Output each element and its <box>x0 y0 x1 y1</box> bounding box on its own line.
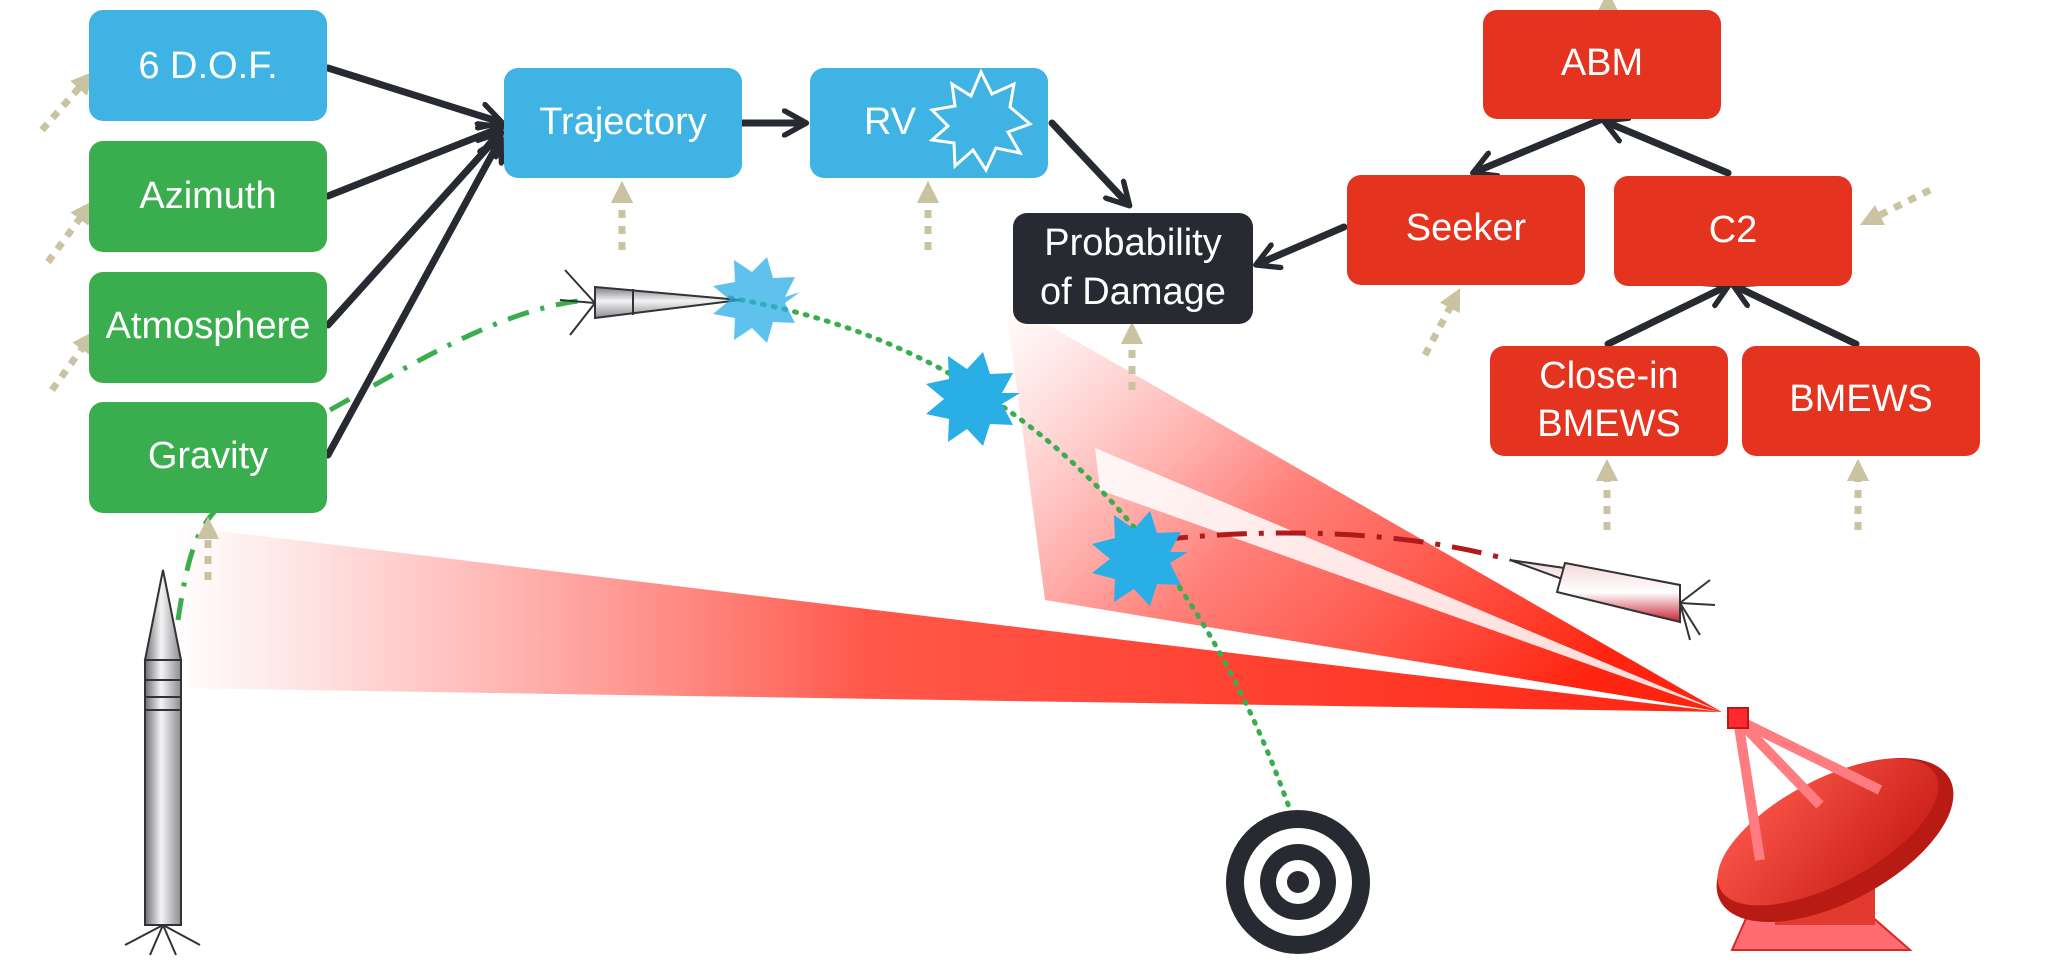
flow-arrows <box>324 64 1860 459</box>
node-6dof: 6 D.O.F. <box>89 10 327 121</box>
arrow-bmews-c2 <box>1735 286 1860 348</box>
input-arrow-seeker <box>1421 288 1461 357</box>
explosion-icon <box>928 68 1033 174</box>
node-rv: RV <box>810 68 1048 178</box>
node-gravity: Gravity <box>89 402 327 513</box>
node-seeker: Seeker <box>1347 175 1585 285</box>
interceptor-trajectory <box>1157 530 1511 563</box>
arrow-c2-abm <box>1606 122 1732 177</box>
radar-beam-upper <box>1005 300 1722 712</box>
reentry-vehicle-icon <box>559 269 741 336</box>
burst-icon-3 <box>1092 511 1188 606</box>
arrow-seeker-probability <box>1258 223 1348 264</box>
node-trajectory: Trajectory <box>504 68 742 178</box>
input-arrow-dof <box>39 71 94 133</box>
node-seeker-label: Seeker <box>1406 207 1527 249</box>
node-abm-label: ABM <box>1561 42 1643 84</box>
input-arrow-c2 <box>1859 186 1932 226</box>
node-closein-line1: Close-in <box>1539 355 1678 397</box>
dotted-input-arrows <box>39 0 1932 580</box>
node-6dof-label: 6 D.O.F. <box>138 45 277 87</box>
arrow-atmosphere-trajectory <box>324 134 500 329</box>
arrow-gravity-trajectory <box>324 140 500 459</box>
node-probability-line1: Probability <box>1044 222 1221 264</box>
node-atmosphere: Atmosphere <box>89 272 327 383</box>
target-icon <box>1226 810 1370 954</box>
node-bmews-label: BMEWS <box>1789 378 1933 420</box>
node-c2-label: C2 <box>1709 209 1758 251</box>
node-trajectory-label: Trajectory <box>539 101 707 143</box>
arrow-azimuth-trajectory <box>324 128 500 200</box>
reentry-trajectory <box>727 295 1293 813</box>
node-atmosphere-label: Atmosphere <box>106 305 311 347</box>
arrow-closein-c2 <box>1604 286 1727 348</box>
arrow-rv-probability <box>1048 119 1128 204</box>
burst-icon-2 <box>926 352 1020 446</box>
missile-icon <box>124 569 201 956</box>
node-azimuth-label: Azimuth <box>139 175 276 217</box>
node-gravity-label: Gravity <box>148 435 268 477</box>
node-c2: C2 <box>1614 176 1852 286</box>
node-probability-line2: of Damage <box>1040 271 1226 313</box>
radar-beam-gap <box>1095 448 1722 712</box>
arrow-dof-trajectory <box>324 64 500 122</box>
node-close-in-bmews: Close-in BMEWS <box>1490 346 1728 456</box>
node-closein-line2: BMEWS <box>1537 403 1681 445</box>
input-arrow-azimuth <box>45 200 93 265</box>
radar-beam-lower <box>170 525 1722 712</box>
burst-icon-1 <box>713 257 800 343</box>
arrow-abm-seeker <box>1475 116 1604 172</box>
node-probability-of-damage: Probability of Damage <box>1013 213 1253 324</box>
node-bmews: BMEWS <box>1742 346 1980 456</box>
ballistic-trajectory-upper <box>328 297 586 413</box>
node-azimuth: Azimuth <box>89 141 327 252</box>
radar-beams <box>170 300 1722 712</box>
interceptor-missile-icon <box>1509 559 1716 641</box>
node-rv-label: RV <box>864 101 917 143</box>
node-abm: ABM <box>1483 10 1721 119</box>
radar-dish-icon <box>1716 707 1954 951</box>
input-arrow-atmosphere <box>49 330 95 393</box>
